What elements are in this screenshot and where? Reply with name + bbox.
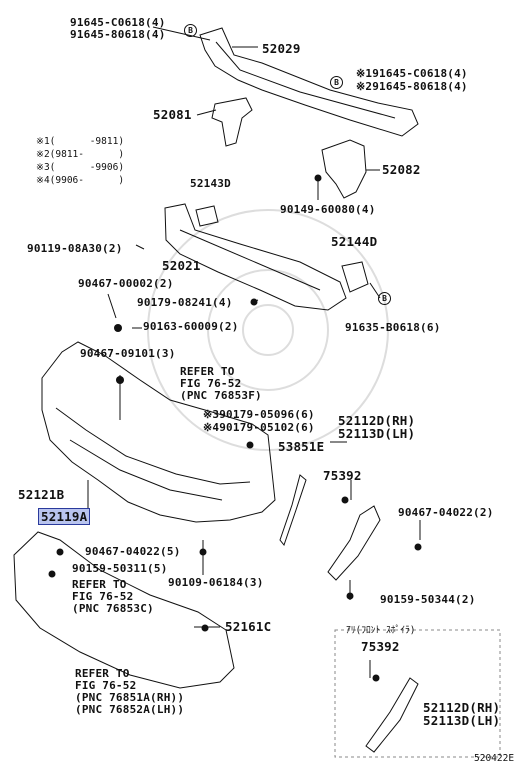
label-90119-08a30: 90119-08A30(2) <box>27 242 123 255</box>
diagram-code: 520422E <box>474 753 515 764</box>
ref-b-icon: B <box>184 24 197 37</box>
label-x1-91645-c0618: ※191645-C0618(4) <box>356 67 468 80</box>
note-1: ※1( -9811) <box>36 136 125 147</box>
part-52082: 52082 <box>382 162 421 177</box>
part-52119a[interactable]: 52119A <box>38 508 91 525</box>
refer-fig-3: FIG 76-52 <box>75 679 137 692</box>
label-x4-90179-05102: ※490179-05102(6) <box>203 421 315 434</box>
label-90179-08241: 90179-08241(4) <box>137 296 233 309</box>
refer-pnc-1: (PNC 76853F) <box>180 389 262 402</box>
note-4: ※4(9906- ) <box>36 175 125 186</box>
part-52081: 52081 <box>153 107 192 122</box>
part-52029: 52029 <box>262 41 301 56</box>
label-x3-90179-05096: ※390179-05096(6) <box>203 408 315 421</box>
label-90149-60080: 90149-60080(4) <box>280 203 376 216</box>
label-90159-50311: 90159-50311(5) <box>72 562 168 575</box>
label-90467-00002: 90467-00002(2) <box>78 277 174 290</box>
part-52161c: 52161C <box>225 619 272 634</box>
label-90467-04022-2: 90467-04022(2) <box>398 506 494 519</box>
label-91645-80618: 91645-80618(4) <box>70 28 166 41</box>
part-52144d: 52144D <box>331 234 378 249</box>
label-91635-b0618: 91635-B0618(6) <box>345 321 441 334</box>
ari-label: ｱﾘ(ﾌﾛﾝﾄ ｽﾎﾟｲﾗ) <box>346 625 416 636</box>
refer-label-2: REFER TO <box>72 578 127 591</box>
refer-label-3: REFER TO <box>75 667 130 680</box>
part-52113d-lh-b: 52113D(LH) <box>423 713 501 728</box>
label-90467-09101: 90467-09101(3) <box>80 347 176 360</box>
refer-pnc-3: (PNC 76851A(RH)) <box>75 691 185 704</box>
part-52143d: 52143D <box>190 177 231 190</box>
label-90163-60009: 90163-60009(2) <box>143 320 239 333</box>
refer-fig-1: FIG 76-52 <box>180 377 242 390</box>
ref-b-icon: B <box>330 76 343 89</box>
part-75392-b: 75392 <box>361 639 400 654</box>
label-90467-04022-5: 90467-04022(5) <box>85 545 181 558</box>
part-52021: 52021 <box>162 258 201 273</box>
part-52119a-highlight[interactable]: 52119A <box>38 508 91 525</box>
refer-label-1: REFER TO <box>180 365 235 378</box>
label-90109-06184: 90109-06184(3) <box>168 576 264 589</box>
label-x2-91645-80618: ※291645-80618(4) <box>356 80 468 93</box>
note-2: ※2(9811- ) <box>36 149 125 160</box>
part-52112d-rh-b: 52112D(RH) <box>423 700 501 715</box>
label-91645-c0618: 91645-C0618(4) <box>70 16 166 29</box>
refer-pnc-4: (PNC 76852A(LH)) <box>75 703 185 716</box>
label-90159-50344: 90159-50344(2) <box>380 593 476 606</box>
refer-fig-2: FIG 76-52 <box>72 590 134 603</box>
part-52112d-rh: 52112D(RH) <box>338 413 416 428</box>
ref-b-icon: B <box>378 292 391 305</box>
refer-pnc-2: (PNC 76853C) <box>72 602 154 615</box>
part-52121b: 52121B <box>18 487 65 502</box>
note-3: ※3( -9906) <box>36 162 125 173</box>
part-52113d-lh: 52113D(LH) <box>338 426 416 441</box>
part-75392: 75392 <box>323 468 362 483</box>
part-53851e: 53851E <box>278 439 325 454</box>
